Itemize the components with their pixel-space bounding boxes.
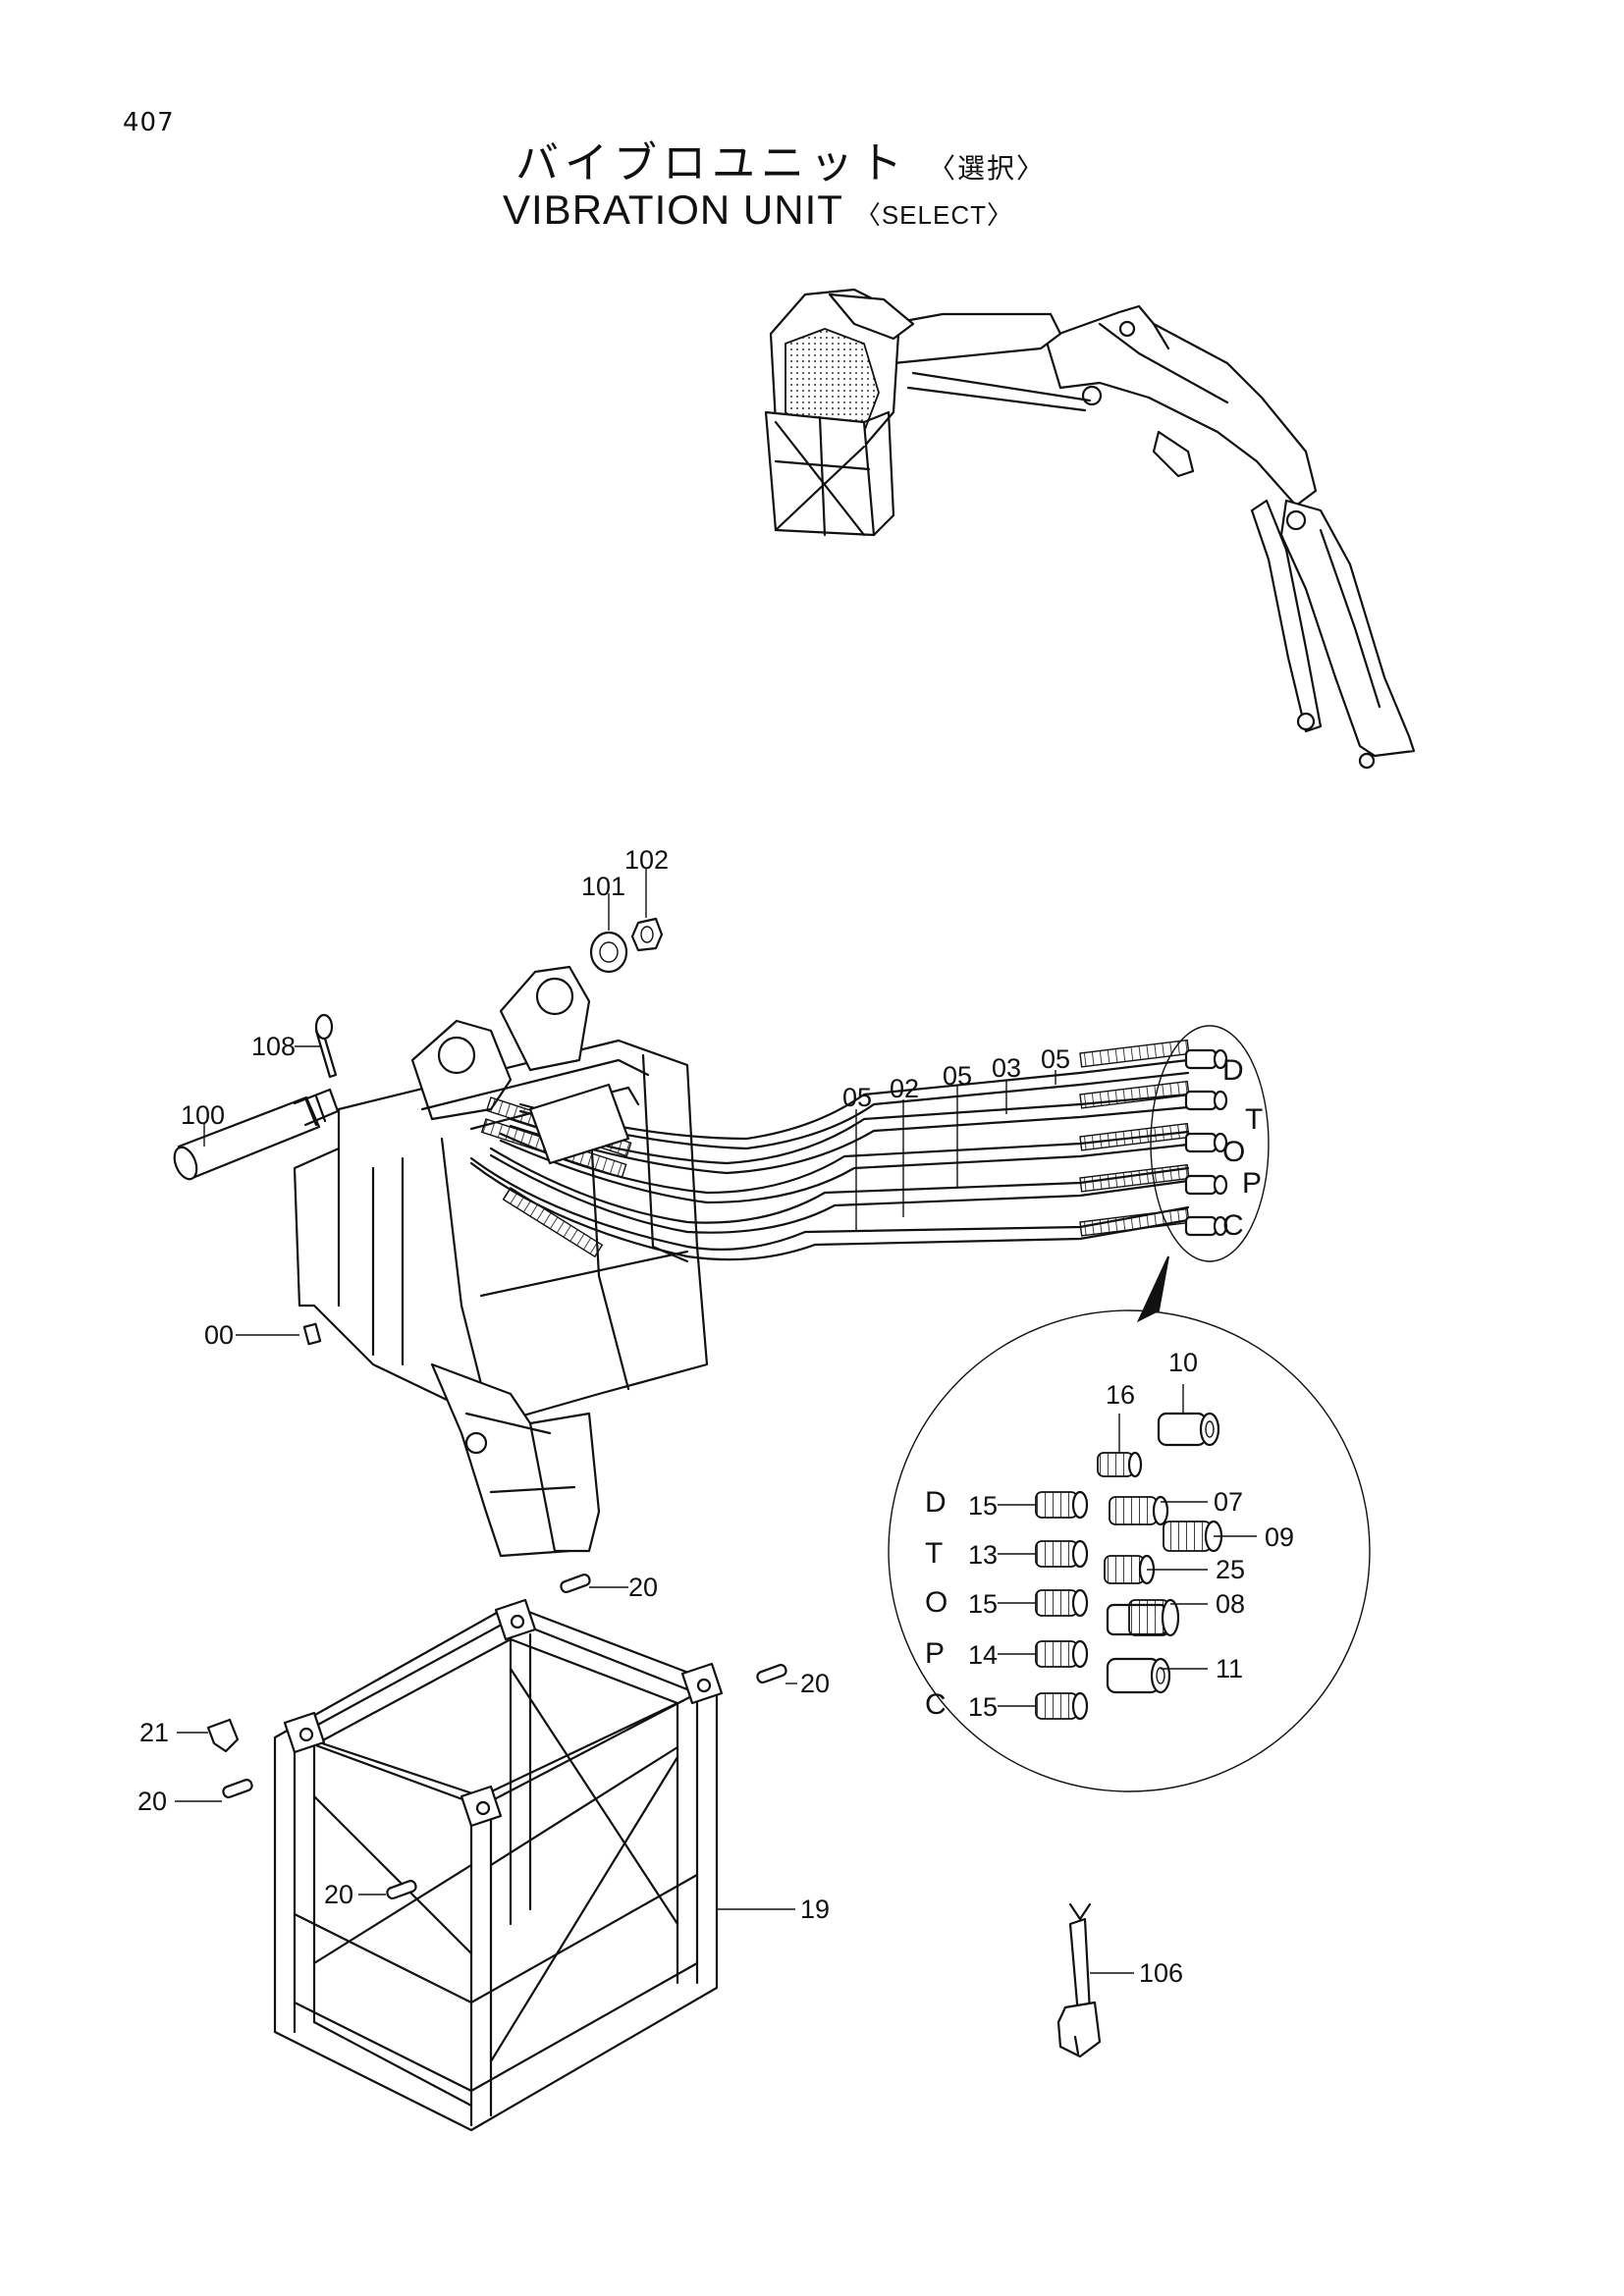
callout-labels: 102 101 108 100 00 05 02 05 03 05 10 16 … bbox=[137, 845, 1294, 1988]
detail-letter-d: D bbox=[925, 1486, 947, 1519]
callout-11: 11 bbox=[1216, 1654, 1243, 1683]
port-letter-c: C bbox=[1222, 1209, 1244, 1242]
callout-09: 09 bbox=[1265, 1522, 1294, 1552]
callout-05-a: 05 bbox=[842, 1083, 872, 1112]
callout-leaders bbox=[175, 869, 1134, 1974]
callout-108: 108 bbox=[251, 1032, 296, 1061]
fitting-15-d bbox=[1035, 1490, 1089, 1520]
pin-assembly bbox=[173, 917, 664, 1181]
callout-20-top: 20 bbox=[628, 1573, 658, 1602]
fittings-detail-circle bbox=[888, 1309, 1371, 1792]
fitting-11 bbox=[1106, 1657, 1171, 1694]
hose-bundle bbox=[469, 1025, 1270, 1323]
callout-19: 19 bbox=[800, 1895, 830, 1924]
callout-106: 106 bbox=[1139, 1958, 1183, 1988]
detail-letter-p: P bbox=[925, 1637, 945, 1670]
fitting-14-p bbox=[1035, 1639, 1089, 1669]
callout-03: 03 bbox=[992, 1053, 1021, 1083]
pin-20-left bbox=[222, 1779, 253, 1799]
callout-02: 02 bbox=[890, 1074, 919, 1103]
callout-15-o: 15 bbox=[968, 1589, 998, 1619]
callout-25: 25 bbox=[1216, 1555, 1245, 1584]
callout-21: 21 bbox=[139, 1718, 169, 1747]
callout-20-right: 20 bbox=[800, 1669, 830, 1698]
vibration-unit-body bbox=[293, 965, 709, 1558]
callout-100: 100 bbox=[181, 1100, 225, 1130]
pin-20-front bbox=[386, 1880, 417, 1900]
title-english-qualifier: 〈SELECT〉 bbox=[854, 200, 1013, 230]
port-letters-hose-ends: D T O P C bbox=[1222, 1054, 1263, 1242]
nut-102 bbox=[630, 917, 664, 952]
callout-14: 14 bbox=[968, 1640, 998, 1670]
wrench-106 bbox=[1056, 1902, 1102, 2058]
cage-frame bbox=[206, 1574, 787, 2132]
port-letters-detail: D T O P C bbox=[925, 1486, 947, 1721]
callout-15-c: 15 bbox=[968, 1692, 998, 1722]
port-letter-o: O bbox=[1222, 1136, 1245, 1168]
port-letter-t: T bbox=[1245, 1103, 1263, 1136]
callout-15-d: 15 bbox=[968, 1491, 998, 1521]
callout-101: 101 bbox=[581, 872, 625, 901]
fitting-15-o bbox=[1035, 1588, 1089, 1618]
title-english: VIBRATION UNIT 〈SELECT〉 bbox=[503, 187, 1013, 234]
title-japanese: バイブロユニット 〈選択〉 bbox=[515, 128, 1046, 190]
pin-20-top bbox=[560, 1574, 591, 1594]
detail-letter-t: T bbox=[925, 1537, 943, 1570]
page-number: 407 bbox=[123, 108, 175, 137]
port-letter-p: P bbox=[1242, 1167, 1262, 1200]
fitting-08 bbox=[1106, 1598, 1180, 1637]
fitting-10 bbox=[1157, 1412, 1220, 1447]
fitting-16 bbox=[1097, 1451, 1143, 1478]
callout-10: 10 bbox=[1168, 1348, 1198, 1377]
callout-16: 16 bbox=[1106, 1380, 1135, 1410]
detail-reference-ellipse bbox=[1150, 1025, 1270, 1262]
fitting-07 bbox=[1109, 1495, 1169, 1526]
fitting-25 bbox=[1104, 1554, 1156, 1585]
clip-21 bbox=[206, 1718, 240, 1753]
fitting-15-c bbox=[1035, 1691, 1089, 1721]
pin-20-right bbox=[756, 1664, 787, 1684]
fitting-13-t bbox=[1035, 1539, 1089, 1569]
title-japanese-text: バイブロユニット bbox=[515, 138, 908, 188]
callout-08: 08 bbox=[1216, 1589, 1245, 1619]
detail-pointer-arrow bbox=[1136, 1255, 1169, 1323]
callout-13: 13 bbox=[968, 1540, 998, 1570]
callout-05-c: 05 bbox=[1041, 1044, 1070, 1074]
washer-101 bbox=[589, 931, 628, 974]
title-japanese-qualifier: 〈選択〉 bbox=[928, 152, 1047, 185]
detail-letter-c: C bbox=[925, 1688, 947, 1721]
excavator-overview-illustration bbox=[764, 288, 1416, 770]
callout-102: 102 bbox=[624, 845, 669, 875]
callout-05-b: 05 bbox=[943, 1061, 972, 1091]
detail-letter-o: O bbox=[925, 1586, 947, 1619]
fitting-09 bbox=[1163, 1520, 1223, 1553]
callout-20-front: 20 bbox=[324, 1880, 353, 1909]
callout-20-left: 20 bbox=[137, 1787, 167, 1816]
title-english-text: VIBRATION UNIT bbox=[503, 187, 843, 233]
port-letter-d: D bbox=[1222, 1054, 1244, 1087]
callout-07: 07 bbox=[1214, 1487, 1243, 1517]
callout-00: 00 bbox=[204, 1320, 234, 1350]
